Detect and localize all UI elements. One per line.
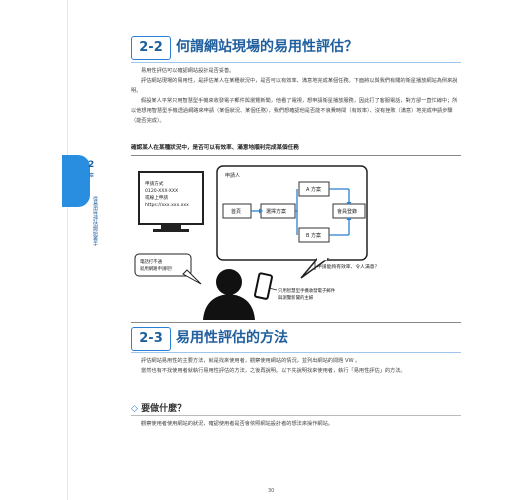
bubble-line: 就用網路申請吧！ [140,265,175,272]
person-icon [203,269,255,320]
question-text: 申請能夠有效率、令人滿意？ [317,263,379,270]
plan-a-label: A 方案 [306,186,321,193]
section-number-box: 2-3 [131,327,171,351]
user-note-line: 與瀏覽新聞的主婦 [278,294,314,301]
diamond-icon: ◇ [131,404,138,414]
chapter-tab [62,155,90,207]
page-number: 30 [268,488,275,494]
paragraph: 易用性評估可以確認網站設計是否妥善。 [141,68,235,74]
section-title: 何謂網站現場的易用性評估？ [176,39,358,55]
paragraph: 評估網站易用性的主要方法，就是找來使用者，觀察使用網站的情況，並列出網站的問題 … [141,358,361,364]
chapter-number: 2 [88,160,95,170]
subsection-body: 觀察使用者使用網站的狀況，確認使用者是否會依照網站設計者的想法來操作網站。 [131,419,459,429]
paragraph: 觀察使用者使用網站的狀況，確認使用者是否會依照網站設計者的想法來操作網站。 [141,421,333,427]
figure-top-rule [131,155,461,156]
section-number-box: 2-2 [131,36,171,60]
smartphone-icon [254,272,273,300]
tv-line: 0120-XXX-XXX [145,188,178,194]
figure-bottom-rule [131,322,461,323]
paragraph: 當然也有不找使用者就執行易用性評估的方法，之後再說明。以下先說明找來使用者，執行… [141,368,406,374]
home-label: 首頁 [231,208,241,215]
paragraph: 假設某人平常只用智慧型手機來收發電子郵件與瀏覽新聞，他看了電視，想申請衛星播放服… [131,98,458,124]
section-title: 易用性評估的方法 [176,330,288,346]
subsection-rule [131,415,461,416]
chapter-suffix: 章 [89,173,95,179]
register-label: 會員登錄 [337,208,357,215]
section2-body: 評估網站易用性的主要方法，就是找來使用者，觀察使用網站的情況，並列出網站的問題 … [131,356,459,376]
section1-body: 易用性評估可以確認網站設計是否妥善。 評估網站現場的易用性，是評估某人在某種狀況… [131,66,459,126]
chapter-title: 從易用性評估開始著手 [92,196,98,246]
plan-b-label: B 方案 [306,232,321,239]
figure-illustration: 申請方式 0120-XXX-XXX 或線上申請 https://xxx.xxx.… [134,165,379,320]
tv-line: https://xxx.xxx.xxx [145,202,189,208]
speech-bubble-left [134,253,202,285]
flow-bubble [216,165,368,279]
section-rule [131,62,461,63]
choose-label: 選擇方案 [266,208,286,215]
flow-arrows [251,188,350,236]
tv-icon [138,171,204,232]
paragraph: 評估網站現場的易用性，是評估某人在某種狀況中，是否可以有效率、滿意地完成某個任務… [131,78,458,94]
bubble-line: 電話打不通 [140,258,163,265]
user-note-line: 只用智慧型手機收發電子郵件 [278,287,336,294]
section-rule [131,352,461,353]
tv-line: 申請方式 [145,180,164,187]
subsection-title: 要做什麼？ [141,404,187,414]
figure-caption: 確認某人在某種狀況中，是否可以有效率、滿意地順利完成某個任務 [131,145,299,151]
subsection-heading: ◇ 要做什麼？ [131,401,186,414]
arrow-heads [259,202,352,220]
flow-label: 申請人 [225,172,240,179]
tv-line: 或線上申請 [145,194,168,201]
